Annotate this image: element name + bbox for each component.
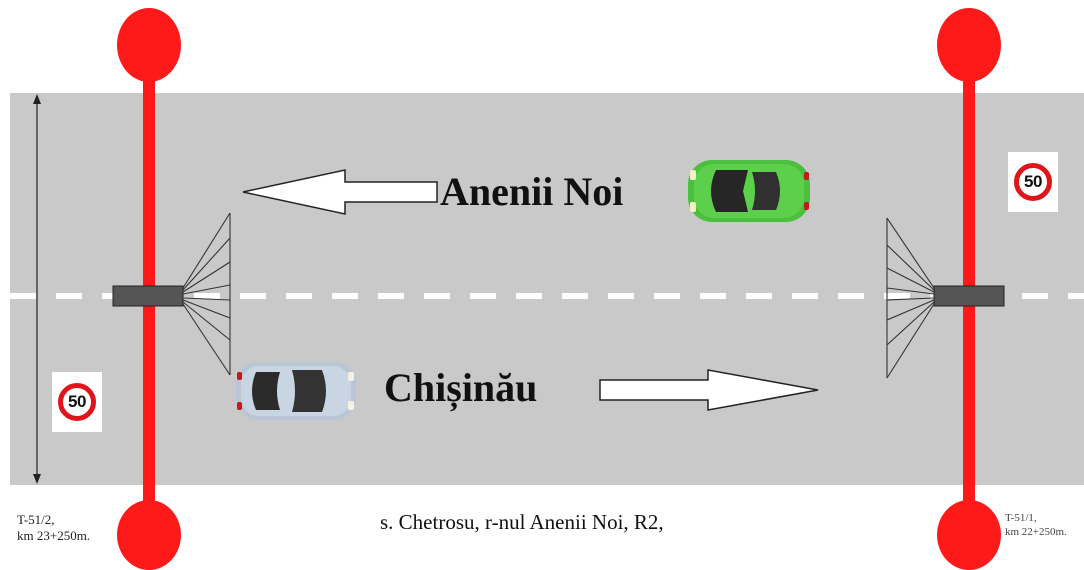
speed-limit-value: 50 — [68, 392, 86, 411]
silver-car-icon — [236, 362, 356, 420]
arrow-left-direction — [242, 169, 438, 215]
green-car-icon — [688, 160, 810, 222]
speed-limit-ring: 50 — [58, 383, 96, 421]
right-radar-unit — [933, 285, 1005, 307]
left-radar-beams — [182, 212, 231, 376]
speed-limit-ring: 50 — [1014, 163, 1052, 201]
station-id: T-51/1, — [1005, 512, 1037, 524]
location-caption: s. Chetrosu, r-nul Anenii Noi, R2, — [380, 510, 664, 534]
station-label-left: T-51/2, km 23+250m. — [17, 512, 90, 544]
speed-limit-sign-right: 50 — [1008, 152, 1058, 212]
road-surface — [10, 93, 1084, 485]
direction-label-chisinau: Chișinău — [384, 365, 538, 410]
station-km: km 23+250m. — [17, 528, 91, 543]
speed-limit-sign-left: 50 — [52, 372, 102, 432]
speed-limit-value: 50 — [1024, 172, 1042, 191]
left-radar-unit — [112, 285, 184, 307]
left-radar-pole — [112, 8, 231, 570]
station-label-right: T-51/1, km 22+250m. — [1005, 511, 1067, 539]
station-id: T-51/2, — [17, 512, 55, 527]
road-width-dimension — [33, 94, 41, 484]
right-radar-pole — [886, 8, 1005, 570]
station-km: km 22+250m. — [1005, 526, 1067, 538]
direction-label-anenii-noi: Anenii Noi — [440, 169, 624, 214]
right-radar-beams — [886, 217, 935, 379]
arrow-right-direction — [599, 369, 819, 411]
